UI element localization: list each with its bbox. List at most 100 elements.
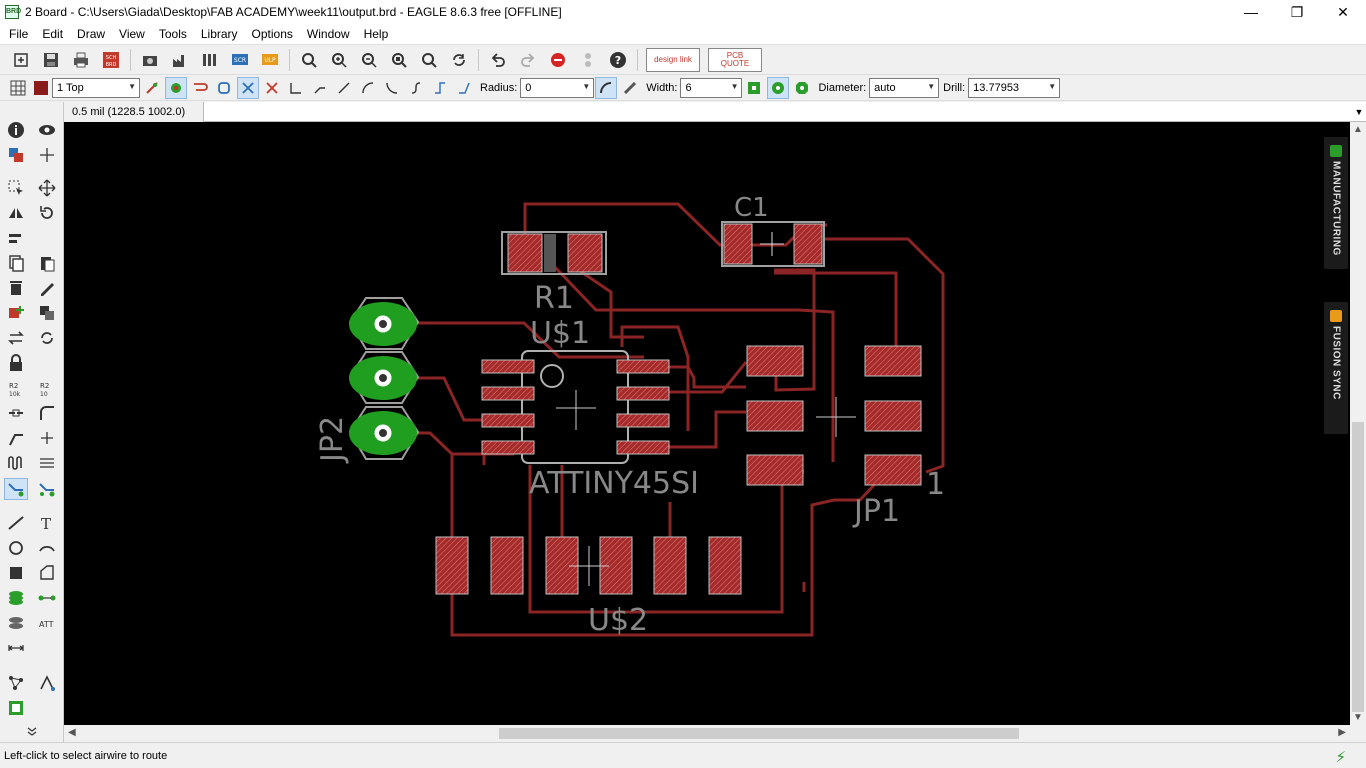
redraw-icon[interactable]	[447, 48, 471, 72]
menu-tools[interactable]: Tools	[158, 27, 187, 41]
bend-style-pin-icon[interactable]	[141, 77, 163, 99]
trace[interactable]	[450, 454, 876, 637]
via-icon[interactable]	[4, 587, 28, 609]
trace[interactable]	[620, 325, 690, 431]
info-icon[interactable]	[4, 119, 28, 141]
signal-icon[interactable]	[35, 587, 59, 609]
open-icon[interactable]	[9, 48, 33, 72]
vertical-scroll-thumb[interactable]	[1352, 422, 1364, 712]
menu-file[interactable]: File	[9, 27, 29, 41]
trace[interactable]	[667, 361, 748, 394]
align-icon[interactable]	[4, 228, 28, 250]
menu-options[interactable]: Options	[251, 27, 293, 41]
print-icon[interactable]	[69, 48, 93, 72]
ulp-icon[interactable]: ULP	[258, 48, 282, 72]
ignore-obstacles-icon[interactable]	[237, 76, 259, 99]
split-icon[interactable]	[4, 402, 28, 424]
menu-help[interactable]: Help	[363, 27, 389, 41]
ratsnest-icon[interactable]	[4, 672, 28, 694]
select-icon[interactable]	[4, 177, 28, 199]
mirror-icon[interactable]	[4, 202, 28, 224]
diameter-select[interactable]: auto▼	[869, 77, 940, 98]
walkaround-icon[interactable]	[189, 77, 211, 99]
delete-icon[interactable]	[4, 277, 28, 299]
add-icon[interactable]	[4, 302, 28, 324]
menu-window[interactable]: Window	[306, 27, 350, 41]
command-line-input[interactable]	[204, 102, 1352, 121]
script-icon[interactable]: SCR	[228, 48, 252, 72]
zoom-select-icon[interactable]	[387, 48, 411, 72]
close-button[interactable]: ✕	[1337, 3, 1349, 20]
redo-icon[interactable]	[516, 48, 540, 72]
zoom-out-icon[interactable]	[357, 48, 381, 72]
scroll-up-icon[interactable]: ▲	[1353, 124, 1363, 135]
hug-icon[interactable]	[213, 77, 235, 99]
autorouter-icon[interactable]	[35, 672, 59, 694]
replace-icon[interactable]	[35, 302, 59, 324]
display-layers-icon[interactable]	[4, 144, 28, 166]
miter-round-icon[interactable]	[595, 76, 618, 99]
radius-select[interactable]: 0▼	[520, 77, 595, 98]
restore-button[interactable]: ❐	[1290, 3, 1304, 20]
attribute-icon[interactable]: ATT	[35, 612, 59, 634]
via-square-icon[interactable]	[743, 77, 765, 99]
undo-icon[interactable]	[486, 48, 510, 72]
pcb-layout[interactable]: R1 C1 U$1 ATTINY45SI	[64, 122, 1350, 725]
bend-ortho-icon[interactable]	[429, 77, 451, 99]
bend-45-icon[interactable]	[309, 77, 331, 99]
layer-select[interactable]: 1 Top▼	[52, 77, 140, 98]
library-icon[interactable]	[198, 48, 222, 72]
trace[interactable]	[417, 321, 644, 359]
rotate-icon[interactable]	[35, 202, 59, 224]
vertical-scrollbar[interactable]: ▲ ▼	[1350, 122, 1366, 725]
trace[interactable]	[774, 271, 898, 355]
menu-view[interactable]: View	[119, 27, 145, 41]
horizontal-scroll-thumb[interactable]	[499, 728, 1019, 739]
manufacturing-panel-tab[interactable]: MANUFACTURING	[1324, 137, 1348, 269]
trace[interactable]	[667, 410, 746, 449]
attiny-component[interactable]: U$1 ATTINY45SI	[481, 316, 699, 501]
cam-processor-icon[interactable]	[138, 48, 162, 72]
help-icon[interactable]: ?	[606, 48, 630, 72]
route-icon[interactable]	[4, 478, 28, 500]
drc-icon[interactable]	[4, 697, 28, 719]
zoom-last-icon[interactable]	[417, 48, 441, 72]
jp1-component[interactable]: JP1 1	[746, 345, 945, 529]
command-history-dropdown-icon[interactable]: ▼	[1354, 106, 1364, 117]
meander-icon[interactable]	[4, 452, 28, 474]
go-icon[interactable]	[576, 48, 600, 72]
palette-expand-icon[interactable]	[20, 724, 44, 738]
copy-icon[interactable]	[4, 252, 28, 274]
rectangle-icon[interactable]	[4, 562, 28, 584]
smash-icon[interactable]	[35, 427, 59, 449]
fusion-sync-panel-tab[interactable]: FUSION SYNC	[1324, 302, 1348, 434]
text-icon[interactable]: T	[35, 512, 59, 534]
trace[interactable]	[825, 237, 945, 474]
paste-icon[interactable]	[35, 252, 59, 274]
grid-icon[interactable]	[7, 77, 29, 99]
horizontal-scrollbar[interactable]: ◀ ▶	[64, 725, 1350, 742]
miter-straight-icon[interactable]	[619, 77, 641, 99]
miter-icon[interactable]	[35, 402, 59, 424]
minimize-button[interactable]: —	[1244, 4, 1258, 20]
via-octagon-icon[interactable]	[791, 77, 813, 99]
lock-icon[interactable]	[4, 352, 28, 374]
width-select[interactable]: 6▼	[680, 77, 743, 98]
scroll-right-icon[interactable]: ▶	[1338, 727, 1346, 738]
save-icon[interactable]	[39, 48, 63, 72]
optimize-icon[interactable]	[4, 427, 28, 449]
menu-edit[interactable]: Edit	[42, 27, 64, 41]
via-round-icon[interactable]	[767, 76, 790, 99]
swap-icon[interactable]	[4, 327, 28, 349]
bend-90-icon[interactable]	[285, 77, 307, 99]
bend-s-icon[interactable]	[405, 77, 427, 99]
lines-icon[interactable]	[35, 452, 59, 474]
avoid-icon[interactable]	[261, 77, 283, 99]
scroll-left-icon[interactable]: ◀	[68, 727, 76, 738]
show-icon[interactable]	[35, 119, 59, 141]
design-link-button[interactable]: design link	[646, 47, 700, 72]
pinswap-icon[interactable]	[35, 327, 59, 349]
r1-component[interactable]: R1	[501, 231, 607, 316]
